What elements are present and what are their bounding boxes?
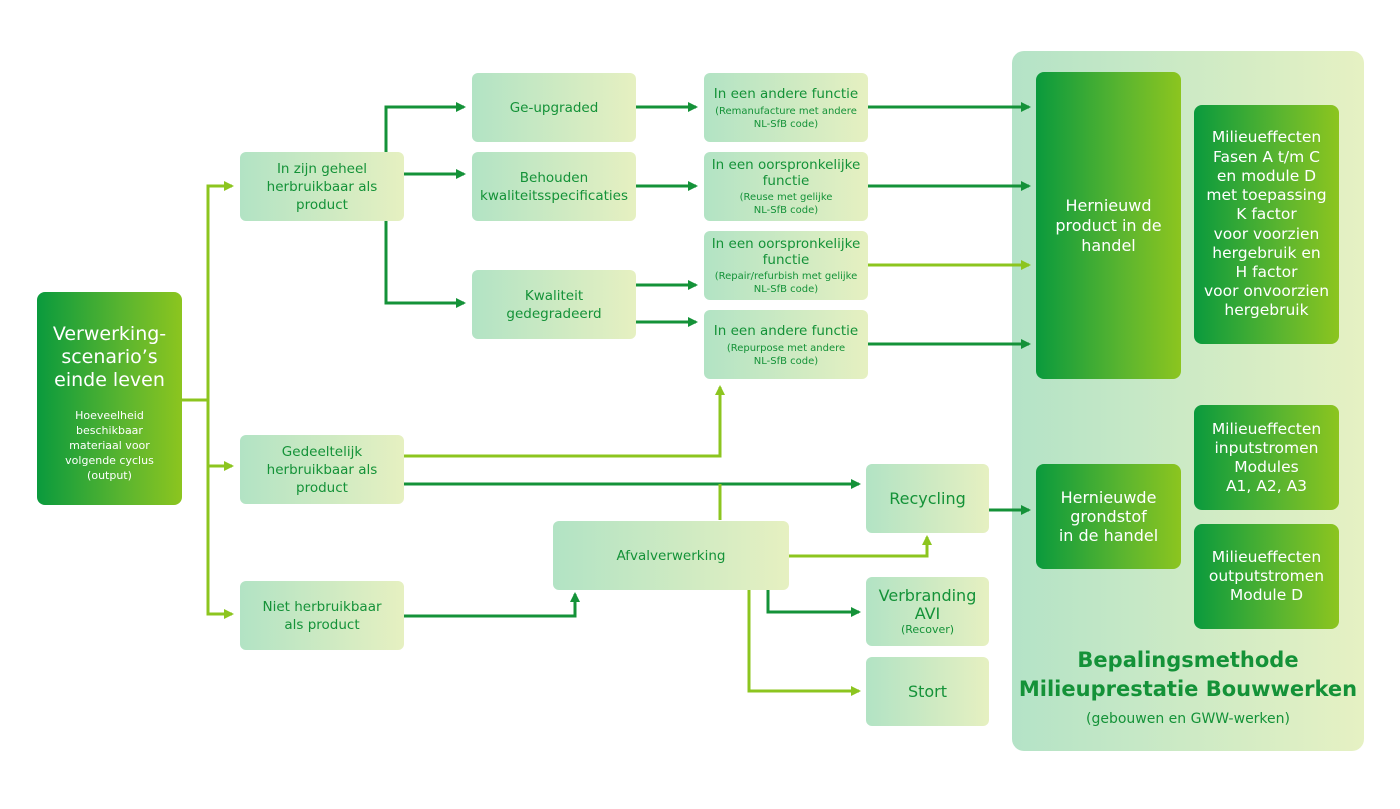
node-incineration-title: Verbranding AVI	[878, 586, 977, 623]
node-remanufacture-title: In een andere functie	[713, 85, 859, 102]
connector-start-none	[206, 466, 234, 619]
node-landfill-label: Stort	[907, 681, 948, 701]
node-reuse: In een oorspronkelijke functie (Reuse me…	[704, 152, 868, 221]
node-not-reusable: Niet herbruikbaar als product	[240, 581, 404, 650]
effects-phases: Milieueffecten Fasen A t/m C en module D…	[1194, 105, 1339, 344]
node-waste-processing-label: Afvalverwerking	[616, 547, 726, 564]
effects-input-label: Milieueffecten inputstromen Modules A1, …	[1211, 419, 1322, 495]
panel-title: Bepalingsmethode Milieuprestatie Bouwwer…	[1018, 648, 1358, 701]
start-title: Verwerking- scenario’s einde leven	[52, 322, 167, 391]
node-renewed-product-label: Hernieuwd product in de handel	[1055, 195, 1162, 255]
node-partially-reusable: Gedeeltelijk herbruikbaar als product	[240, 435, 404, 504]
node-whole-reusable-label: In zijn geheel herbruikbaar als product	[266, 160, 378, 213]
node-renewed-product: Hernieuwd product in de handel	[1036, 72, 1181, 379]
connector-processing-landfill	[747, 590, 861, 696]
node-repurpose: In een andere functie (Repurpose met and…	[704, 310, 868, 379]
connector-processing-recycling	[789, 535, 932, 558]
connector-start-partial	[206, 400, 234, 471]
node-whole-reusable: In zijn geheel herbruikbaar als product	[240, 152, 404, 221]
node-not-reusable-label: Niet herbruikbaar als product	[262, 598, 382, 633]
connector-whole-upgraded	[384, 102, 466, 152]
node-degraded-label: Kwaliteit gedegradeerd	[506, 287, 602, 322]
effects-output-label: Milieueffecten outputstromen Module D	[1208, 548, 1325, 604]
node-reuse-sub: (Reuse met gelijke NL-SfB code)	[739, 191, 833, 216]
effects-output: Milieueffecten outputstromen Module D	[1194, 524, 1339, 629]
node-repair-title: In een oorspronkelijke functie	[711, 235, 861, 268]
start-subtitle: Hoeveelheid beschikbaar materiaal voor v…	[65, 408, 154, 482]
node-retained-quality-label: Behouden kwaliteitsspecificaties	[480, 169, 628, 204]
node-recycling: Recycling	[866, 464, 989, 533]
node-repurpose-sub: (Repurpose met andere NL-SfB code)	[726, 342, 846, 367]
node-degraded: Kwaliteit gedegradeerd	[472, 270, 636, 339]
node-repair-sub: (Repair/refurbish met gelijke NL-SfB cod…	[714, 270, 858, 295]
node-remanufacture: In een andere functie (Remanufacture met…	[704, 73, 868, 142]
panel-subtitle: (gebouwen en GWW-werken)	[1085, 711, 1290, 727]
node-upgraded-label: Ge-upgraded	[509, 99, 599, 116]
node-remanufacture-sub: (Remanufacture met andere NL-SfB code)	[715, 105, 857, 130]
node-upgraded: Ge-upgraded	[472, 73, 636, 142]
connector-none-processing	[404, 592, 580, 618]
node-partially-reusable-label: Gedeeltelijk herbruikbaar als product	[266, 443, 378, 496]
node-repurpose-title: In een andere functie	[713, 322, 859, 339]
connector-start	[181, 181, 234, 402]
node-incineration-sub: (Recover)	[900, 623, 955, 636]
node-renewed-material-label: Hernieuwde grondstof in de handel	[1058, 488, 1159, 545]
start-node: Verwerking- scenario’s einde leven Hoeve…	[37, 292, 182, 505]
node-incineration: Verbranding AVI (Recover)	[866, 577, 989, 646]
effects-input: Milieueffecten inputstromen Modules A1, …	[1194, 405, 1339, 510]
node-reuse-title: In een oorspronkelijke functie	[711, 156, 861, 189]
node-waste-processing: Afvalverwerking	[553, 521, 789, 590]
node-recycling-label: Recycling	[889, 488, 966, 508]
node-renewed-material: Hernieuwde grondstof in de handel	[1036, 464, 1181, 569]
node-landfill: Stort	[866, 657, 989, 726]
connector-processing-incineration	[766, 590, 861, 617]
connector-whole-degraded	[384, 221, 466, 308]
node-retained-quality: Behouden kwaliteitsspecificaties	[472, 152, 636, 221]
node-repair: In een oorspronkelijke functie (Repair/r…	[704, 231, 868, 300]
effects-phases-label: Milieueffecten Fasen A t/m C en module D…	[1203, 128, 1330, 320]
connector-partial-repurpose	[404, 385, 725, 458]
